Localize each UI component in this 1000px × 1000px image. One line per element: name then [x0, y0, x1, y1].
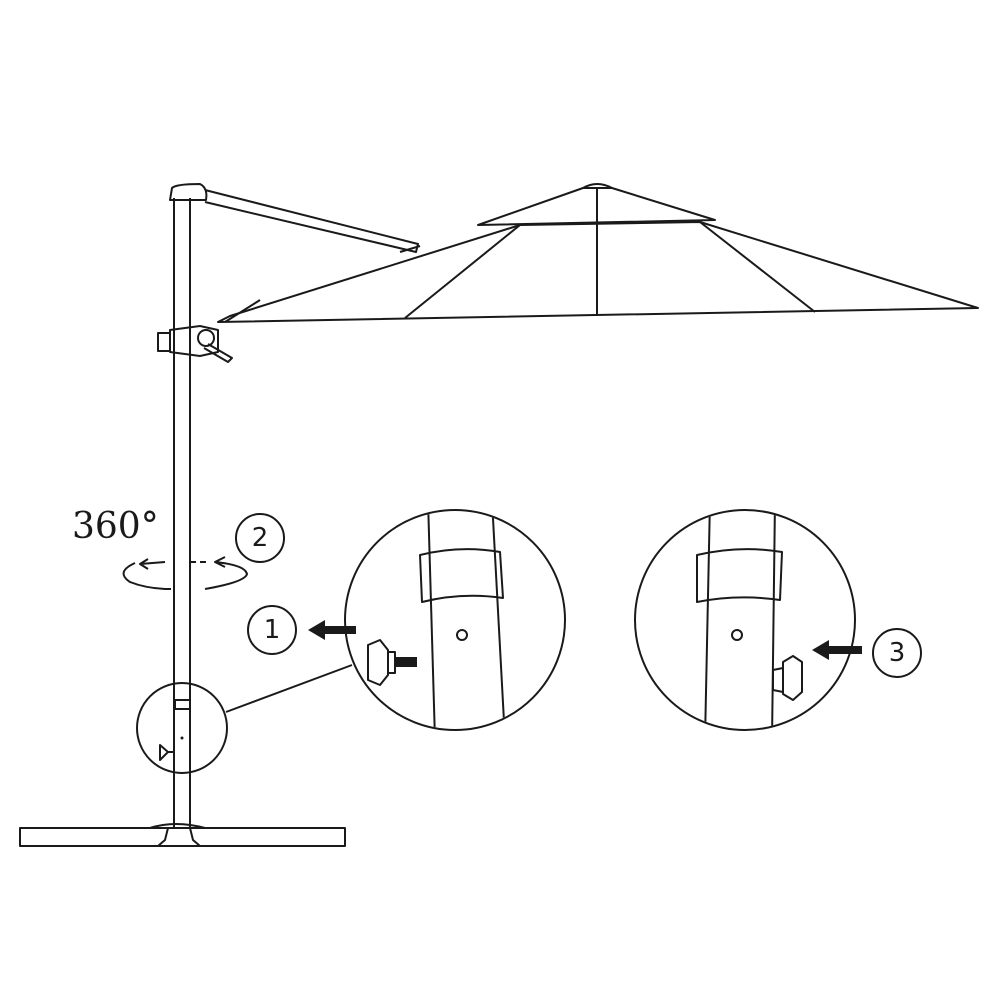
detail-circle-step-3 [634, 509, 856, 731]
pole [169, 183, 208, 828]
rotation-arrow-icon [122, 556, 248, 590]
rotation-label: 360° [72, 506, 159, 547]
svg-text:3: 3 [889, 638, 906, 668]
canopy [217, 183, 979, 323]
detail-circle-small [136, 664, 353, 774]
step-1-marker: 1 [247, 605, 297, 655]
step-2-marker: 2 [235, 513, 285, 563]
svg-text:1: 1 [264, 615, 281, 645]
svg-text:2: 2 [252, 523, 269, 553]
arrow-left-icon [812, 640, 862, 660]
base-stand [19, 823, 346, 847]
arrow-left-icon [308, 620, 356, 640]
detail-circle-step-1 [344, 509, 566, 731]
tilt-hinge [157, 325, 233, 363]
support-arm [204, 189, 421, 253]
step-3-marker: 3 [872, 628, 922, 678]
